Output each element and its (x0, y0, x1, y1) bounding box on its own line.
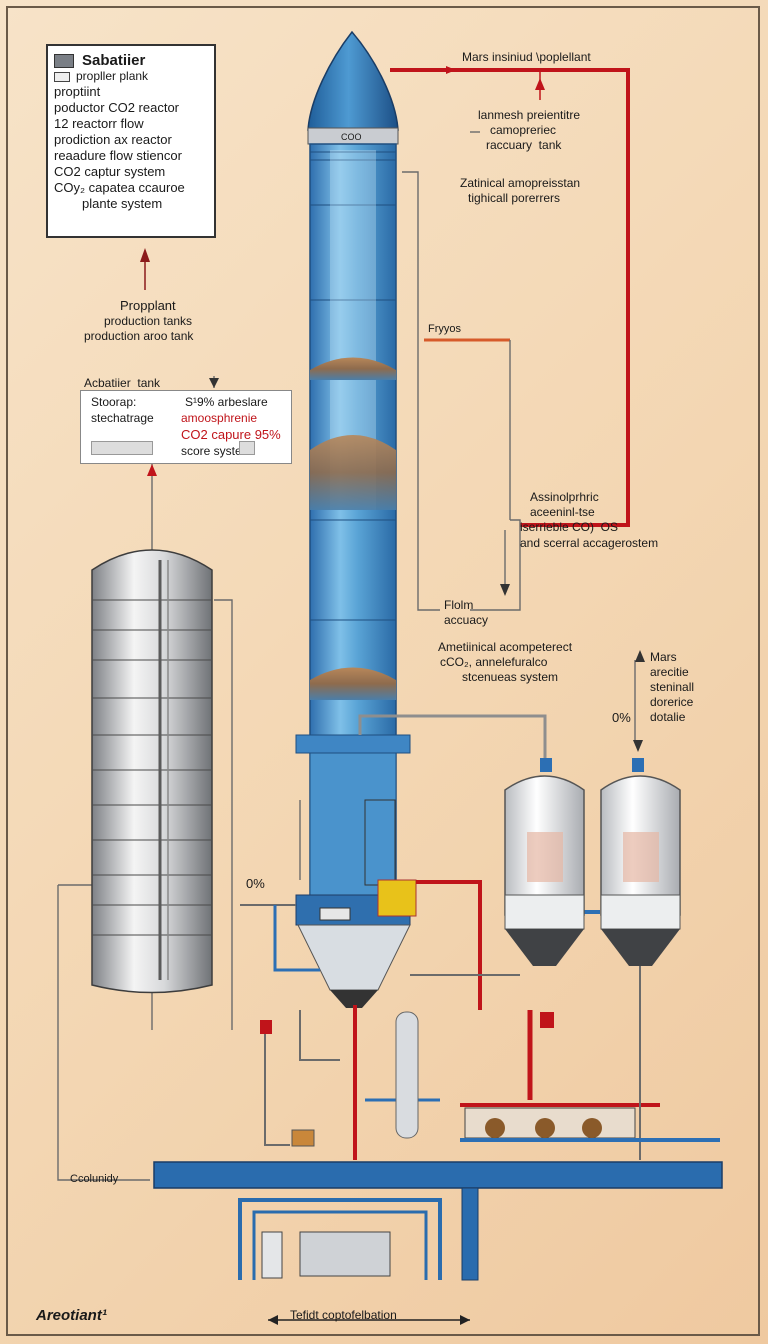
storage-line-3: S¹9% arbeslare (185, 395, 268, 409)
flow-label-1: Flolm (444, 598, 474, 612)
legend-row-8: COy₂ capatea ccauroe (54, 180, 185, 195)
mars-label-2: arecitie (650, 665, 689, 679)
propellant-label-2: production tanks (104, 314, 193, 328)
mars-label-5: dotalie (650, 710, 686, 724)
ame-label-3: stcenueas system (462, 670, 559, 684)
storage-line-5: CO2 capure 95% (181, 427, 281, 442)
storage-line-1: Stoorap: (91, 395, 137, 409)
atmospheric-label-2: aceeninl-tse (530, 505, 595, 519)
sabatier-tank-1 (504, 758, 585, 966)
diagram-frame (6, 6, 760, 1336)
atmospheric-label-1: Assinolprhric (530, 490, 599, 504)
rocket-band-label: COO (341, 132, 362, 142)
legend-title-text: Sabatiier (82, 52, 146, 69)
right-label-2: camopreriec (490, 123, 557, 137)
legend-row-2: proptiint (54, 84, 101, 99)
storage-square-icon (239, 441, 255, 455)
brand-label: Areotiant¹ (36, 1307, 107, 1324)
red-feed-line (390, 66, 630, 527)
legend-small-swatch-icon (54, 72, 70, 82)
mars-insitu-label: Mars insiniud \poplellant (462, 50, 591, 64)
pipe-network (240, 714, 660, 1160)
propellant-label-3: production aroo tank (84, 329, 194, 343)
legend-row-9: plante system (82, 196, 163, 211)
right-label-1: lanmesh preientitre (478, 108, 581, 122)
mars-label-4: dorerice (650, 695, 694, 709)
legend-swatch-icon (54, 53, 74, 68)
bottom-caption: Tefidt coptofelbation (290, 1308, 397, 1322)
storage-info-panel: Stoorap: stechatrage S¹9% arbeslare amoo… (80, 390, 292, 464)
storage-silo (91, 549, 213, 994)
legend-row-1-label: propller plank (76, 69, 149, 83)
base-platform (153, 1161, 723, 1281)
legend-row-1: propller plank (54, 69, 208, 84)
ame-label-2: cCO₂, annelefuralco (440, 655, 548, 669)
cryos-label: Fryyos (428, 323, 461, 335)
sabatier-tank-2 (600, 758, 681, 966)
mars-label-1: Mars (650, 650, 677, 664)
storage-level-bar (91, 441, 153, 455)
legend-row-5: prodiction ax reactor (54, 132, 172, 147)
percent-left-label: 0% (246, 876, 265, 891)
right-label-5: tighicall porerrers (468, 191, 561, 205)
ame-label-1: Ametiinical acompeterect (438, 640, 573, 654)
right-label-4: Zatinical amopreisstan (460, 176, 581, 190)
dimension-arrow (268, 1315, 470, 1325)
atmospheric-label-4: and scerral accagerostem (520, 536, 659, 550)
legend-panel: Sabatiier propller plank proptiint poduc… (46, 44, 216, 238)
atmospheric-label-3: iserrieble CO) OS (520, 520, 619, 534)
propellant-label-1: Propplant (120, 298, 176, 313)
legend-row-4: 12 reactorr flow (54, 116, 144, 131)
manifold (460, 1012, 720, 1142)
rocket (295, 30, 417, 1008)
flow-label-2: accuacy (444, 613, 489, 627)
legend-row-7: CO2 captur system (54, 164, 166, 179)
gauge (260, 1020, 272, 1034)
heat-exchanger (395, 1011, 419, 1139)
storage-line-4: amoosphrenie (181, 411, 258, 425)
legend-row-3: poductor CO2 reactor (54, 100, 180, 115)
mars-label-3: steninall (650, 680, 695, 694)
right-label-3: raccuary tank (486, 138, 562, 152)
valve (291, 1129, 315, 1147)
tank-label: Acbatiier tank (84, 376, 161, 390)
percent-right-label: 0% (612, 710, 631, 725)
storage-line-2: stechatrage (91, 411, 154, 425)
legend-title: Sabatiier (54, 52, 208, 69)
colony-label: Ccolunidy (70, 1173, 119, 1185)
legend-row-6: reaadure flow stiencor (54, 148, 182, 163)
